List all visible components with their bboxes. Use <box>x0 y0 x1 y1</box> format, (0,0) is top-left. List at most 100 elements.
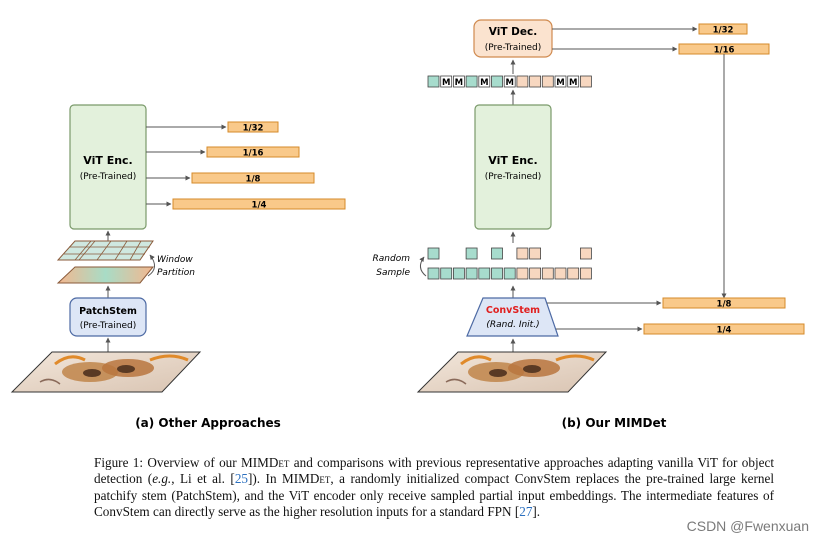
scale-label: 1/16 <box>243 149 264 159</box>
caption-part: , Li et al. [ <box>171 471 235 487</box>
stem-scale-bar-1-8: 1/8 <box>662 297 786 310</box>
decoder-subtitle: (Pre-Trained) <box>485 43 542 53</box>
caption-part: , a randomly initialized compact ConvSte… <box>94 471 774 520</box>
random-label: Random <box>373 254 411 264</box>
patch-stem-subtitle: (Pre-Trained) <box>80 321 137 331</box>
scale-label: 1/32 <box>243 124 264 134</box>
left-encoder-title: ViT Enc. <box>83 154 132 167</box>
embedding-token <box>427 267 440 280</box>
caption-part: ]. <box>532 504 541 520</box>
conv-stem-title: ConvStem <box>486 305 540 316</box>
embedding-token <box>567 267 580 280</box>
right-panel-label: (b) Our MIMDet <box>562 416 667 430</box>
caption-det: Det <box>309 471 331 487</box>
full-token-row <box>427 267 592 280</box>
embedding-token <box>580 267 592 280</box>
left-scale-bar-1-4: 1/4 <box>172 198 346 211</box>
patch-stem: PatchStem (Pre-Trained) <box>69 297 147 337</box>
decoder-input-token <box>465 75 478 88</box>
left-panel: ViT Enc. (Pre-Trained) 1/32 1/16 1/8 1/4 <box>10 104 346 430</box>
citation-link[interactable]: 25 <box>234 471 249 487</box>
sampled-token <box>529 247 541 260</box>
scale-label: 1/4 <box>717 326 732 336</box>
sampled-token <box>580 247 592 260</box>
decoder-input-token <box>427 75 440 88</box>
partition-label: Partition <box>157 268 195 278</box>
vit-decoder: ViT Dec. (Pre-Trained) <box>473 19 553 58</box>
scale-label: 1/8 <box>717 300 732 310</box>
embedding-token <box>554 267 567 280</box>
decoder-input-token <box>541 75 554 88</box>
mask-token-label: M <box>505 78 513 88</box>
embedding-token <box>516 267 529 280</box>
embedding-token <box>465 267 478 280</box>
partition-slab <box>56 266 155 284</box>
scale-label: 1/8 <box>246 175 261 185</box>
mask-token <box>567 75 580 88</box>
sampled-token <box>491 247 503 260</box>
decoder-title: ViT Dec. <box>489 26 537 38</box>
window-grid <box>56 240 154 261</box>
sampled-token <box>465 247 478 260</box>
decoder-input-token <box>529 75 541 88</box>
watermark: CSDN @Fwenxuan <box>686 518 809 534</box>
mask-token <box>478 75 491 88</box>
right-encoder-subtitle: (Pre-Trained) <box>485 172 542 182</box>
mask-token <box>503 75 516 88</box>
right-vit-encoder: ViT Enc. (Pre-Trained) <box>474 104 552 230</box>
window-partition-arrow <box>147 254 155 277</box>
sampled-token <box>516 247 529 260</box>
mask-token <box>452 75 465 88</box>
embedding-token <box>503 267 516 280</box>
conv-stem-subtitle: (Rand. Init.) <box>486 320 539 330</box>
mask-token-label: M <box>480 78 488 88</box>
dec-scale-bar-1-32: 1/32 <box>698 23 748 36</box>
embedding-token <box>440 267 453 280</box>
scale-label: 1/32 <box>713 26 734 36</box>
decoder-input-token <box>516 75 529 88</box>
mask-token-label: M <box>556 78 564 88</box>
left-encoder-subtitle: (Pre-Trained) <box>80 172 137 182</box>
caption-det: Det <box>268 455 290 470</box>
conv-stem: ConvStem (Rand. Init.) <box>466 297 559 337</box>
scale-label: 1/4 <box>252 201 267 211</box>
mask-token <box>554 75 567 88</box>
left-vit-encoder: ViT Enc. (Pre-Trained) <box>69 104 147 230</box>
figure-canvas: ViT Enc. (Pre-Trained) 1/32 1/16 1/8 1/4 <box>10 19 805 430</box>
left-panel-label: (a) Other Approaches <box>135 416 281 430</box>
embedding-token <box>529 267 541 280</box>
dec-scale-bar-1-16: 1/16 <box>678 43 770 56</box>
sampled-token <box>427 247 440 260</box>
left-scale-bar-1-8: 1/8 <box>191 172 315 185</box>
left-input-image <box>10 351 202 393</box>
citation-link[interactable]: 27 <box>519 504 533 520</box>
mask-token-label: M <box>455 78 463 88</box>
mask-token-label: M <box>569 78 577 88</box>
embedding-token <box>478 267 491 280</box>
sample-label: Sample <box>376 268 410 278</box>
right-input-image <box>416 351 608 393</box>
left-scale-bar-1-16: 1/16 <box>206 146 300 159</box>
embedding-token <box>541 267 554 280</box>
decoder-input-token <box>491 75 503 88</box>
figure-caption: Figure 1: Overview of our MIMDet and com… <box>94 455 774 521</box>
window-label: Window <box>157 255 193 265</box>
mask-token-label: M <box>442 78 450 88</box>
mask-token <box>440 75 453 88</box>
embedding-token <box>491 267 503 280</box>
left-scale-bar-1-32: 1/32 <box>227 121 279 134</box>
stem-scale-bar-1-4: 1/4 <box>643 323 805 336</box>
scale-label: 1/16 <box>714 46 735 56</box>
decoder-input-token <box>580 75 592 88</box>
embedding-token <box>452 267 465 280</box>
caption-eg: e.g. <box>152 471 172 487</box>
caption-part: and comparisons with previous representa… <box>94 455 774 487</box>
caption-part: ]). In MIM <box>248 471 310 487</box>
caption-part: Figure 1: Overview of our MIM <box>94 455 269 470</box>
sampled-token-row <box>427 247 592 260</box>
random-sample-arrow <box>419 256 427 277</box>
patch-stem-title: PatchStem <box>79 306 137 317</box>
right-encoder-title: ViT Enc. <box>488 154 537 167</box>
